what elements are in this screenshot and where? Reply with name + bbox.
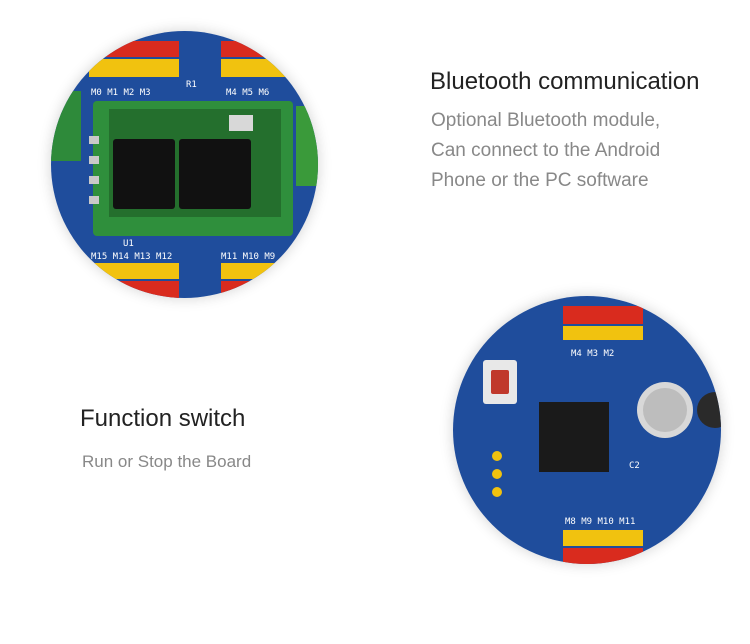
function-switch-photo: M4 M3 M2 M8 M9 M10 M11 C2	[453, 296, 721, 564]
svg-text:M0 M1 M2 M3: M0 M1 M2 M3	[91, 88, 151, 98]
bluetooth-desc-line: Can connect to the Android	[431, 140, 661, 161]
function-switch-heading: Function switch	[80, 405, 246, 432]
bluetooth-module-photo: M0 M1 M2 M3 M4 M5 M6 M15 M14 M13 M12 M11…	[51, 31, 318, 298]
bluetooth-description: Optional Bluetooth module, Can connect t…	[431, 106, 660, 196]
bluetooth-desc-line: Phone or the PC software	[431, 170, 649, 191]
svg-text:M4 M3 M2: M4 M3 M2	[571, 349, 614, 359]
svg-text:M4 M5 M6: M4 M5 M6	[226, 88, 269, 98]
bluetooth-desc-line: Optional Bluetooth module,	[431, 110, 661, 131]
svg-text:M11 M10 M9: M11 M10 M9	[221, 252, 275, 262]
svg-text:U1: U1	[123, 239, 134, 249]
svg-text:M15 M14 M13 M12: M15 M14 M13 M12	[91, 252, 172, 262]
svg-text:R1: R1	[186, 80, 197, 90]
bluetooth-heading: Bluetooth communication	[430, 68, 700, 95]
svg-text:M8 M9 M10 M11: M8 M9 M10 M11	[565, 517, 635, 527]
function-switch-description: Run or Stop the Board	[82, 452, 252, 471]
svg-text:C2: C2	[629, 461, 640, 471]
